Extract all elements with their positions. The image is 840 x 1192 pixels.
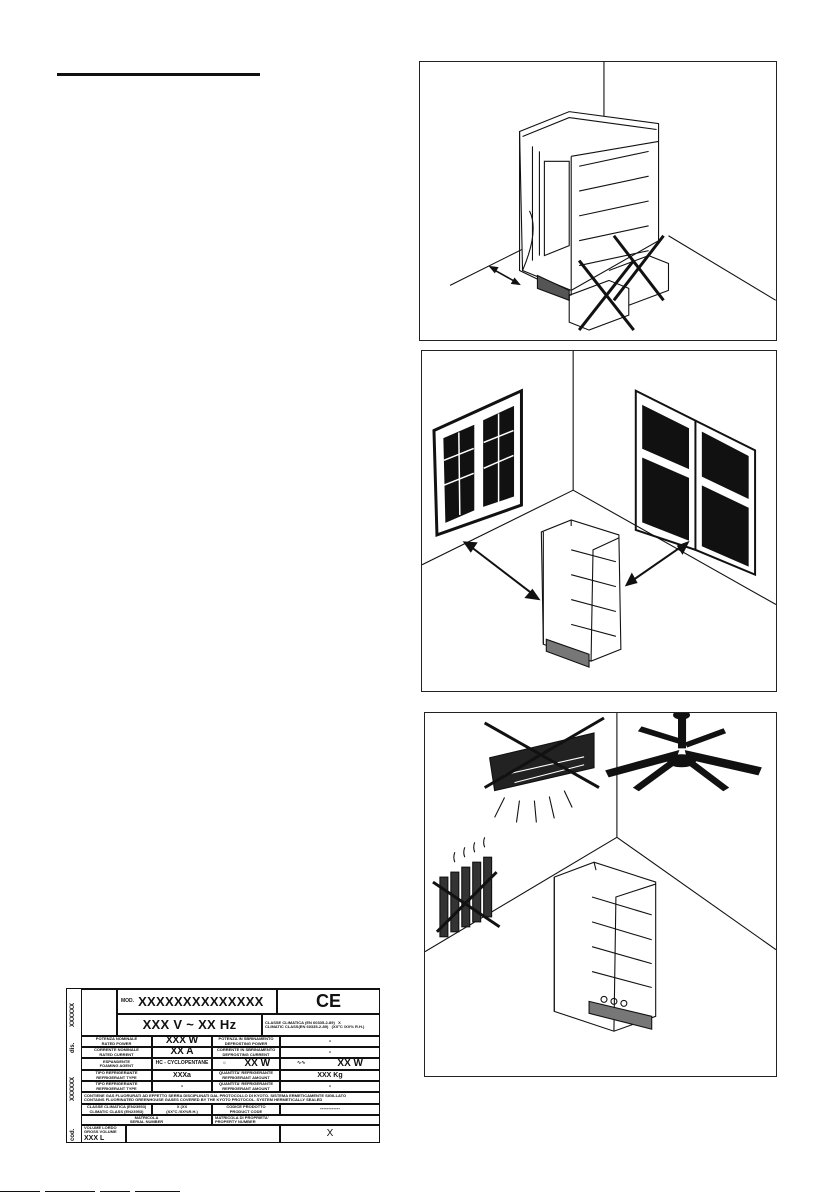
side-code-2: dis.	[70, 1042, 76, 1053]
section-heading-rule	[57, 73, 260, 76]
rating-plate: XXXXXX dis. XXXXXX cod. MOD. XXXXXXXXXXX…	[66, 988, 380, 1143]
defrost-power-value: -	[280, 1036, 380, 1047]
side-code-3: XXXXXX	[70, 1076, 76, 1101]
plate-side-codes: XXXXXX dis. XXXXXX cod.	[67, 989, 82, 1142]
property-number-label: MATRICOLA DI PROPRIETA'PROPERTY NUMBER	[212, 1115, 380, 1125]
model-value: XXXXXXXXXXXXXX	[138, 993, 264, 1009]
cut-off-text-strip	[0, 1183, 840, 1192]
heater-power-value: XX W	[337, 1057, 363, 1069]
windows-doors-illustration	[422, 351, 776, 668]
voltage-frequency: XXX V ~ XX Hz	[142, 1017, 237, 1033]
climatic-class2-label: CLASSE CLIMATICA (EN23953)CLIMATIC CLASS…	[81, 1104, 152, 1115]
last-value-cell: X	[280, 1125, 380, 1143]
refrig-type2-value: -	[152, 1081, 212, 1092]
heater-icon: ∿∿	[297, 1060, 306, 1067]
model-cell: MOD. XXXXXXXXXXXXXX	[117, 989, 277, 1014]
defrost-current-value: -	[280, 1047, 380, 1058]
windows-doors-clearance-figure	[421, 350, 777, 692]
refrig-amount2-value: -	[280, 1081, 380, 1092]
side-code-4: cod.	[70, 1128, 76, 1141]
ce-mark: CE	[315, 991, 341, 1012]
refrig-amount-value: XXX Kg	[280, 1070, 380, 1081]
volume-value: XXX L	[84, 1134, 105, 1142]
sun-icon: ☼	[221, 1060, 227, 1067]
distance-from-wall-figure	[419, 61, 777, 341]
blank-cell	[126, 1125, 280, 1143]
climatic-class-cell: CLASSE CLIMATICA (EN 60335-2-89) X CLIMA…	[262, 1014, 380, 1036]
heat-air-sources-figure	[424, 712, 777, 1077]
voltage-cell: XXX V ~ XX Hz	[117, 1014, 262, 1036]
lamp-power-cell: ☼ XX W	[212, 1058, 280, 1070]
climatic-class2-value: X (XX(XX°C /XX%R.H.)	[152, 1104, 212, 1115]
plate-logo-area	[81, 989, 117, 1036]
heat-air-sources-illustration	[425, 713, 776, 1032]
mod-label: MOD.	[121, 997, 135, 1004]
lamp-power-value: XX W	[244, 1057, 271, 1069]
side-code-1: XXXXXX	[70, 1002, 76, 1027]
foaming-agent-value: HC - CYCLOPENTANE	[152, 1058, 212, 1070]
product-code-value: ------------	[280, 1104, 380, 1115]
display-cabinet-wall-illustration	[449, 62, 776, 331]
refrig-type-value: XXXa	[152, 1070, 212, 1081]
rated-current-value: XX A	[152, 1047, 212, 1058]
heater-power-cell: ∿∿ XX W	[280, 1058, 380, 1070]
rated-power-value: XXX W	[152, 1036, 212, 1047]
gas-note: CONTIENE GAS FLUORURATI AD EFFETTO SERRA…	[81, 1092, 380, 1104]
ce-cell: CE	[277, 989, 380, 1014]
